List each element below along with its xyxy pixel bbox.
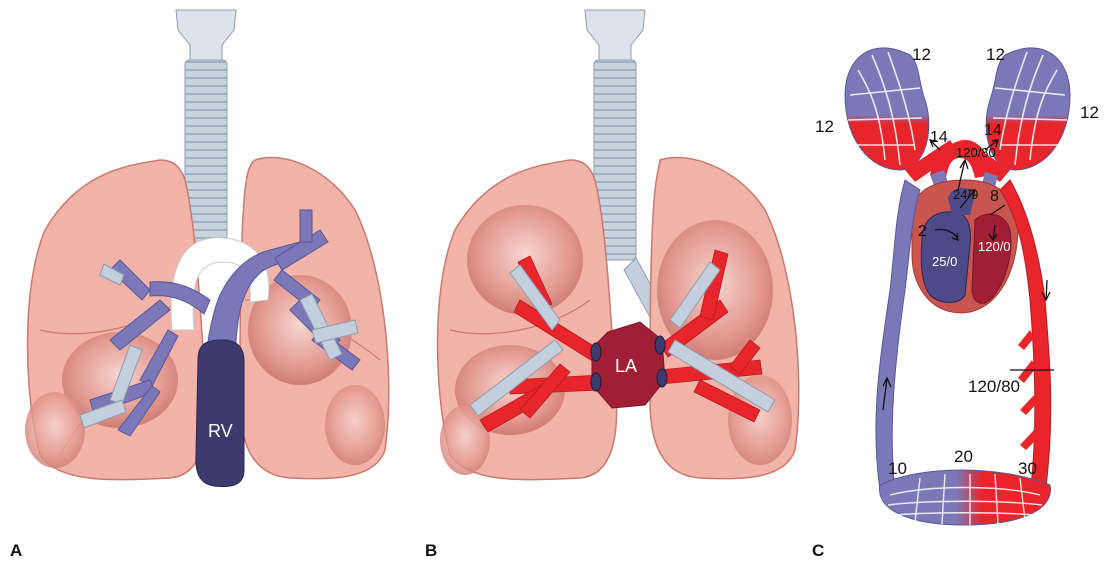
pulmonary-capillary-bed-left: [845, 48, 929, 170]
pressure-left-atrium: 8: [990, 188, 999, 205]
left-ventricle-c: [972, 214, 1011, 303]
panel-label-b: B: [425, 541, 437, 560]
pressure-systemic-cap-mid: 20: [954, 447, 973, 466]
systemic-capillary-bed: [880, 470, 1051, 525]
panel-c-circulation-pressures: 12 12 12 12 14 14 120/80 24/9 2 8 25/0 1…: [812, 45, 1099, 560]
pressure-right-ventricle: 25/0: [932, 254, 957, 269]
pressure-pulm-cap-top-right: 12: [986, 45, 1005, 64]
right-ventricle: [196, 340, 244, 487]
pressure-right-atrium: 2: [918, 223, 927, 240]
pressure-systemic-cap-venous: 10: [888, 459, 907, 478]
panel-b-pulmonary-veins: LA B: [425, 10, 799, 560]
panel-label-a: A: [10, 541, 22, 560]
pressure-systemic-artery: 120/80: [968, 377, 1020, 396]
la-label: LA: [615, 356, 637, 376]
pressure-pulm-cap-top-left: 12: [912, 45, 931, 64]
pressure-pulm-cap-left: 12: [815, 117, 834, 136]
pressure-pulm-vein-left: 14: [930, 129, 948, 146]
pressure-systemic-cap-arterial: 30: [1018, 459, 1037, 478]
pressure-left-ventricle: 120/0: [978, 239, 1011, 254]
rv-label: RV: [208, 421, 233, 441]
pulmonary-capillary-bed-right: [986, 48, 1070, 170]
panel-a-pulmonary-arteries: RV A: [10, 10, 389, 560]
pressure-pulm-artery: 24/9: [953, 187, 978, 202]
pressure-pulm-vein-right: 14: [984, 122, 1002, 139]
panel-label-c: C: [812, 541, 824, 560]
pressure-aorta: 120/80: [956, 145, 996, 160]
pressure-pulm-cap-right: 12: [1080, 103, 1099, 122]
